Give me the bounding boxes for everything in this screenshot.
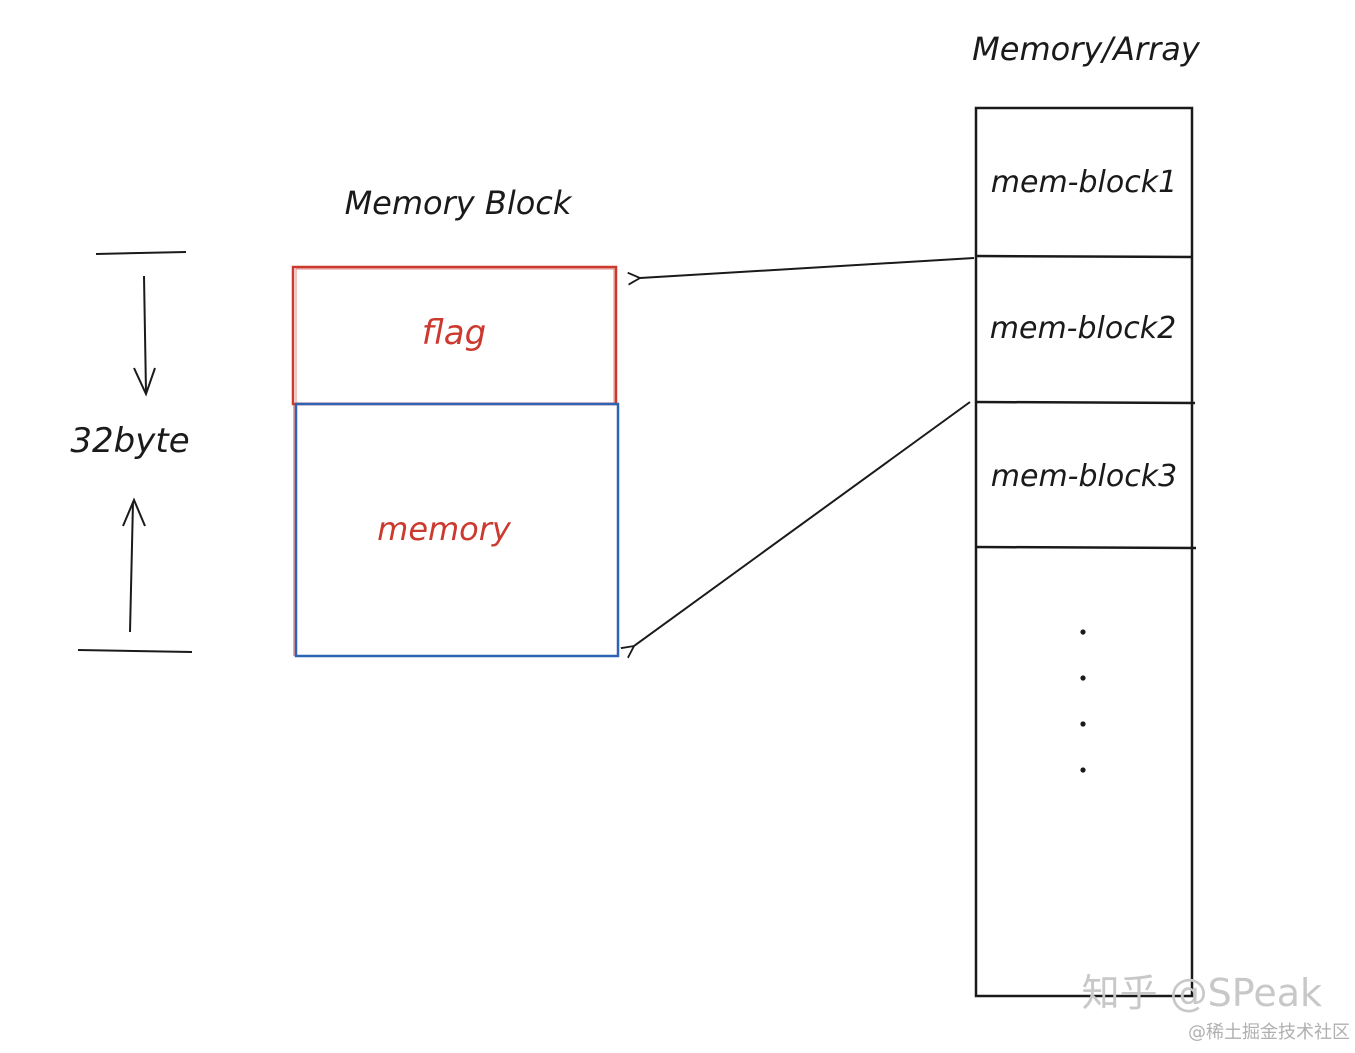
ellipsis-dot: [1080, 767, 1086, 773]
memory-block-title: Memory Block: [345, 184, 573, 222]
size-up-arrow-head: [122, 497, 146, 527]
ellipsis-dot: [1080, 675, 1086, 681]
memory-block: Memory Block flag memory: [291, 184, 620, 658]
arrows: [634, 257, 975, 646]
size-up-arrow-shaft: [129, 501, 134, 633]
memory-label: memory: [377, 510, 512, 548]
array-block-2: mem-block2: [990, 311, 1176, 346]
watermark-main: 知乎 @SPeak: [1082, 971, 1322, 1015]
size-bottom-tick: [77, 649, 193, 653]
block-divider-1: [974, 254, 1194, 259]
watermark-sub: @稀土掘金技术社区: [1188, 1022, 1350, 1043]
memory-section: [294, 402, 620, 658]
ellipsis-dot: [1080, 629, 1086, 635]
size-down-arrow-shaft: [143, 275, 147, 393]
memory-array-title: Memory/Array: [972, 30, 1201, 68]
arrow-block2-to-flag: [640, 257, 975, 278]
memory-array-column: [974, 106, 1194, 998]
size-top-tick: [95, 251, 187, 255]
size-label: 32byte: [70, 421, 189, 461]
block-divider-2: [974, 400, 1196, 405]
memory-array: Memory/Array mem-block1 mem-block2 mem-b…: [972, 30, 1201, 998]
size-down-arrow-head: [133, 367, 156, 397]
arrow-block2-to-memory: [634, 401, 971, 646]
ellipsis-dot: [1080, 721, 1086, 727]
size-indicator: 32byte: [70, 251, 193, 653]
array-block-3: mem-block3: [991, 459, 1177, 494]
array-ellipsis: [1080, 629, 1086, 773]
watermark: 知乎 @SPeak @稀土掘金技术社区: [1082, 971, 1350, 1043]
flag-label: flag: [422, 313, 486, 353]
block-divider-3: [974, 545, 1197, 550]
array-block-1: mem-block1: [991, 165, 1177, 200]
